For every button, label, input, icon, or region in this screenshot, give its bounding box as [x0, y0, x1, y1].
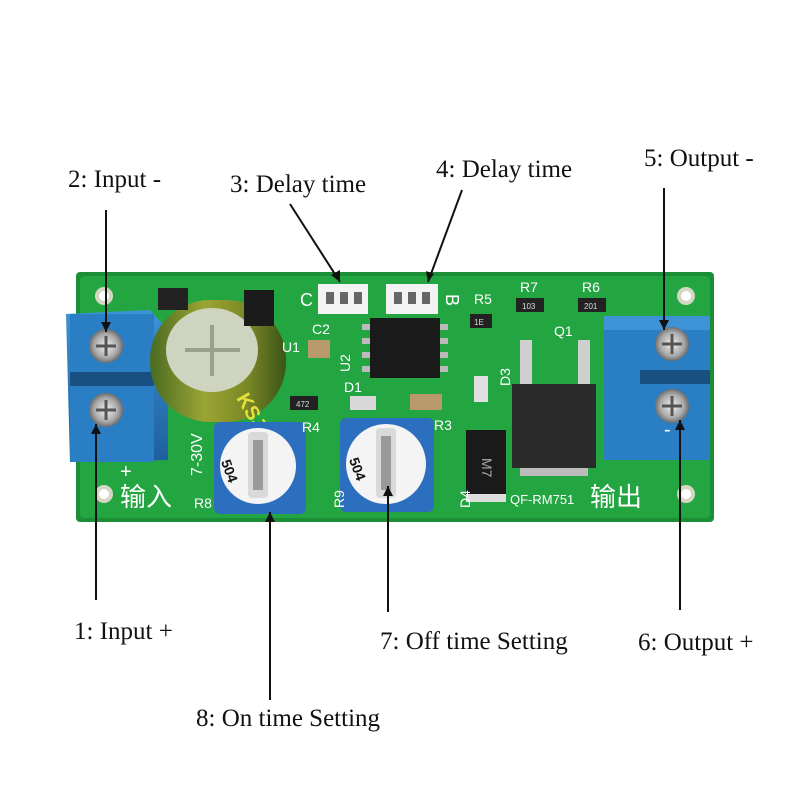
transistor: [158, 288, 188, 310]
svg-text:U2: U2: [337, 354, 353, 372]
svg-text:103: 103: [522, 302, 536, 311]
leader-lines: [91, 188, 685, 700]
potentiometer-r9: 504: [340, 418, 434, 512]
mounting-hole: [677, 485, 695, 503]
output-cn-label: 输出: [590, 482, 642, 512]
svg-text:U1: U1: [282, 339, 300, 355]
svg-text:M7: M7: [479, 458, 495, 478]
svg-text:R8: R8: [194, 495, 212, 511]
mounting-hole: [95, 287, 113, 305]
label-input-minus: 2: Input -: [68, 166, 162, 193]
ic-u2: [362, 318, 448, 378]
label-output-minus: 5: Output -: [644, 145, 754, 172]
svg-text:R6: R6: [582, 279, 600, 295]
resistor-r5: [470, 314, 492, 328]
leader-delay-3: [289, 203, 341, 283]
label-off-time-setting: 7: Off time Setting: [380, 628, 568, 655]
mosfet-q1: [512, 340, 596, 476]
resistor: [290, 396, 318, 410]
svg-text:1E: 1E: [474, 318, 484, 327]
svg-text:Q1: Q1: [554, 323, 573, 339]
svg-text:R5: R5: [474, 291, 492, 307]
label-delay-time-3: 3: Delay time: [230, 171, 367, 198]
leader-delay-4: [427, 189, 463, 283]
svg-text:B: B: [442, 294, 462, 306]
led-d3: [474, 376, 488, 402]
electrolytic-capacitor: KSJ: [150, 300, 286, 434]
silkscreen: C2 U2 U1 R4 D1 R3 R5 R7 R6 Q1 D3 D4 R8 R…: [120, 279, 671, 512]
resistor-r6: [578, 298, 606, 312]
pot-code-r8: 504: [218, 457, 241, 485]
svg-text:R9: R9: [331, 490, 347, 508]
pot-code-r9: 504: [346, 455, 369, 483]
label-delay-time-4: 4: Delay time: [436, 156, 573, 183]
svg-text:472: 472: [296, 400, 310, 409]
input-cn-label: 输入: [120, 482, 172, 512]
capacitor-c2: [308, 340, 330, 358]
svg-text:C2: C2: [312, 321, 330, 337]
label-on-time-setting: 8: On time Setting: [196, 705, 381, 732]
label-input-plus: 1: Input +: [74, 618, 173, 645]
resistor: [410, 394, 442, 410]
svg-text:R7: R7: [520, 279, 538, 295]
delay-header-c: C: [300, 284, 368, 314]
svg-text:C: C: [300, 290, 313, 310]
svg-text:R4: R4: [302, 419, 320, 435]
diode-d4: M7: [466, 430, 506, 502]
resistor-r7: [516, 298, 544, 312]
model-label: QF-RM751: [510, 492, 574, 507]
output-terminal-block: [604, 316, 710, 460]
led-d1: [350, 396, 376, 410]
mounting-hole: [677, 287, 695, 305]
svg-text:D4: D4: [457, 490, 473, 508]
svg-text:R3: R3: [434, 417, 452, 433]
input-terminal-block: [66, 310, 168, 462]
svg-text:D1: D1: [344, 379, 362, 395]
svg-text:-: -: [664, 419, 671, 441]
svg-text:D3: D3: [497, 368, 513, 386]
potentiometer-r8: 504: [214, 422, 306, 514]
regulator-u1: [244, 290, 274, 326]
delay-header-b: B: [386, 284, 462, 314]
label-output-plus: 6: Output +: [638, 629, 754, 656]
mounting-hole: [95, 485, 113, 503]
voltage-label: 7-30V: [189, 433, 206, 476]
svg-text:201: 201: [584, 302, 598, 311]
svg-text:+: +: [120, 461, 132, 483]
